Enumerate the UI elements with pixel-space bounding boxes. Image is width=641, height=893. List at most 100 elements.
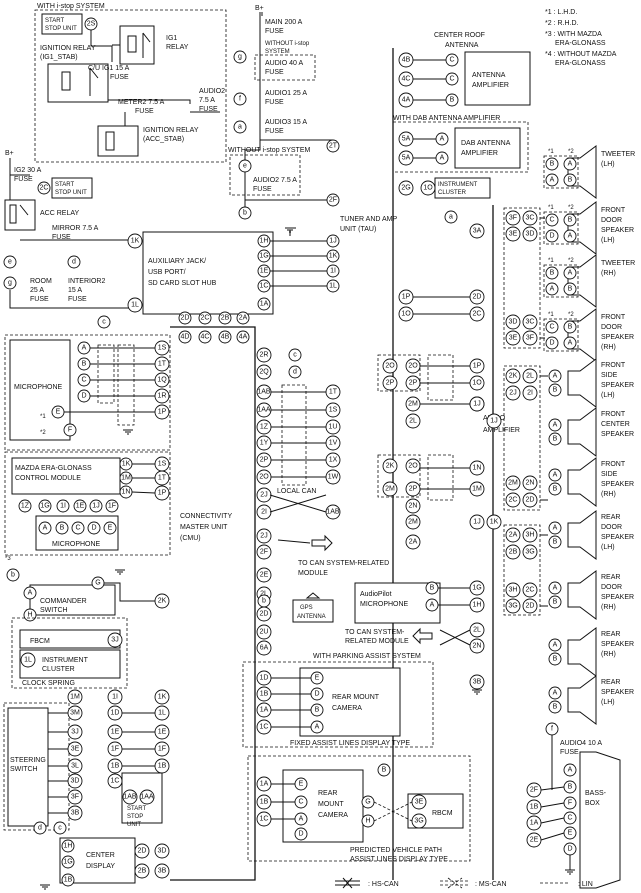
spk-5-b: B — [553, 436, 558, 443]
tau-left-pin-4: 2O — [408, 463, 418, 470]
speaker-5-label-1: CENTER — [601, 421, 630, 428]
audio40-1: AUDIO 40 A — [265, 60, 303, 67]
cd-c: c — [58, 825, 62, 832]
ic-1: INSTRUMENT — [42, 657, 89, 664]
pin-1h-hub: 1H — [260, 238, 269, 245]
note-2: *2 : R.H.D. — [545, 20, 579, 27]
mid-b-gps: b — [262, 598, 266, 605]
ant-amp-2: AMPLIFIER — [472, 82, 509, 89]
audio2-b-2: FUSE — [253, 186, 272, 193]
speaker-5-label-2: SPEAKER — [601, 431, 634, 438]
p-2g: 2G — [401, 185, 410, 192]
tau-left-pin-8: 2A — [409, 539, 418, 546]
mid-r-1x: 1X — [329, 457, 338, 464]
bass-pin-0: A — [568, 767, 573, 774]
pin-2s: 2S — [87, 21, 96, 28]
cam-1a: 1A — [260, 707, 269, 714]
era-bot-1j: 1J — [92, 503, 99, 510]
steering-pin-5: 3F — [71, 794, 79, 801]
pin-1a-hub: 1A — [260, 301, 269, 308]
audio4-1: AUDIO4 10 A — [560, 740, 602, 747]
cam2-2: MOUNT — [318, 801, 344, 808]
room-fuse-1: ROOM — [30, 278, 52, 285]
pin-a-top: a — [238, 124, 242, 131]
spk-7-a: A — [553, 525, 558, 532]
local-can: LOCAL CAN — [277, 488, 316, 495]
speaker-0-label-0: TWEETER — [601, 151, 635, 158]
spk-4-a: A — [553, 373, 558, 380]
antenna-block: CENTER ROOF ANTENNA ANTENNA AMPLIFIER 4B… — [392, 32, 531, 239]
cam2-3: CAMERA — [318, 812, 348, 819]
legend: : HS-CAN : MS-CAN : LIN — [335, 877, 593, 889]
sss-2: STOP — [127, 814, 143, 820]
tau-left-pin-5: 2P — [409, 486, 418, 493]
bass-pin-1: B — [568, 784, 573, 791]
pin-4c: 4C — [201, 334, 210, 341]
mic-star2: *2 — [40, 430, 46, 436]
speaker-2-label-1: (RH) — [601, 270, 616, 277]
ic-1l: 1L — [24, 657, 32, 664]
amp-pin-0: 3F — [509, 215, 517, 222]
note-4b: ERA-GLONASS — [555, 60, 606, 67]
pin-1k-hub: 1K — [131, 238, 140, 245]
speaker-6-label-0: FRONT — [601, 461, 626, 468]
cmu-label-1: CONNECTIVITY — [180, 513, 232, 520]
cmu-mid-pin-5: 1Y — [260, 440, 269, 447]
speaker-7-label-2: SPEAKER — [601, 534, 634, 541]
ant-a-small: a — [449, 214, 453, 221]
aux-hub-1: AUXILIARY JACK/ — [148, 258, 206, 265]
cam2-d: D — [298, 831, 303, 838]
p-1e: 1E — [111, 729, 120, 736]
p-3b: 3B — [473, 679, 482, 686]
cmu-label-3: (CMU) — [180, 535, 201, 542]
amp-pin-22: 3G — [508, 603, 517, 610]
mid-r-1w: 1W — [328, 474, 339, 481]
speaker-6-label-3: (RH) — [601, 491, 616, 498]
p2-1e: 1E — [158, 729, 167, 736]
cam2-1: REAR — [318, 790, 337, 797]
cd-label-2: DISPLAY — [86, 863, 115, 870]
era-bot-1e: 1E — [76, 503, 85, 510]
spk-2-star2: *2 — [568, 258, 574, 264]
spk-2-star1: *1 — [548, 258, 554, 264]
speaker-8-label-2: SPEAKER — [601, 594, 634, 601]
dab-5a2: 5A — [402, 155, 411, 162]
ign-relay-ig1-1: IGNITION RELAY — [40, 45, 96, 52]
spk-1-p1: C — [549, 217, 554, 224]
aux-hub: 1K 1L AUXILIARY JACK/ USB PORT/ SD CARD … — [127, 227, 340, 315]
cmu-mid-pin-2: 1AB — [257, 389, 271, 396]
ant-b: B — [450, 97, 455, 104]
speaker-5-label-0: FRONT — [601, 411, 626, 418]
acc-relay: ACC RELAY — [40, 210, 79, 217]
legend-hs: : HS-CAN — [368, 881, 399, 888]
room-fuse-3: FUSE — [30, 296, 49, 303]
p2-1b: 1B — [158, 763, 167, 770]
gps-2: ANTENNA — [297, 614, 326, 620]
amp-pin-13: 2N — [526, 480, 535, 487]
spk-6-a: A — [553, 472, 558, 479]
ign-relay-acc-1: IGNITION RELAY — [143, 127, 199, 134]
era-cmu-1t: 1T — [158, 475, 167, 482]
meter2-fuse-word: FUSE — [135, 108, 154, 115]
era-mic-a: A — [43, 525, 48, 532]
cd-1g: 1G — [63, 859, 72, 866]
tau-left-pin-6: 2N — [409, 503, 418, 510]
p-1o: 1O — [423, 185, 433, 192]
speaker-2-label-0: TWEETER — [601, 260, 635, 267]
amp-pin-16: 2A — [509, 532, 518, 539]
spk-0-star2: *2 — [568, 149, 574, 155]
cmu-mid-pin-10: 2J — [260, 533, 267, 540]
pin-2t: 2T — [329, 143, 338, 150]
era-glonass-block: *3 MAZDA ERA-GLONASS CONTROL MODULE 1K 1… — [4, 451, 171, 562]
spk-2-p4: B — [568, 286, 573, 293]
sss-1ab: 1AB — [123, 794, 137, 801]
mid-r-1t: 1T — [329, 389, 338, 396]
cam-1b: 1B — [260, 691, 269, 698]
spk-10-b: B — [553, 704, 558, 711]
cam-d: D — [314, 691, 319, 698]
pin-2c-left: 2C — [40, 185, 49, 192]
cmu-mid-pin-8: 2J — [260, 492, 267, 499]
cmu-lower-pins: 1D 1E 1F 1B 1C 1AB 1AA START STOP UNIT 1… — [107, 689, 170, 828]
